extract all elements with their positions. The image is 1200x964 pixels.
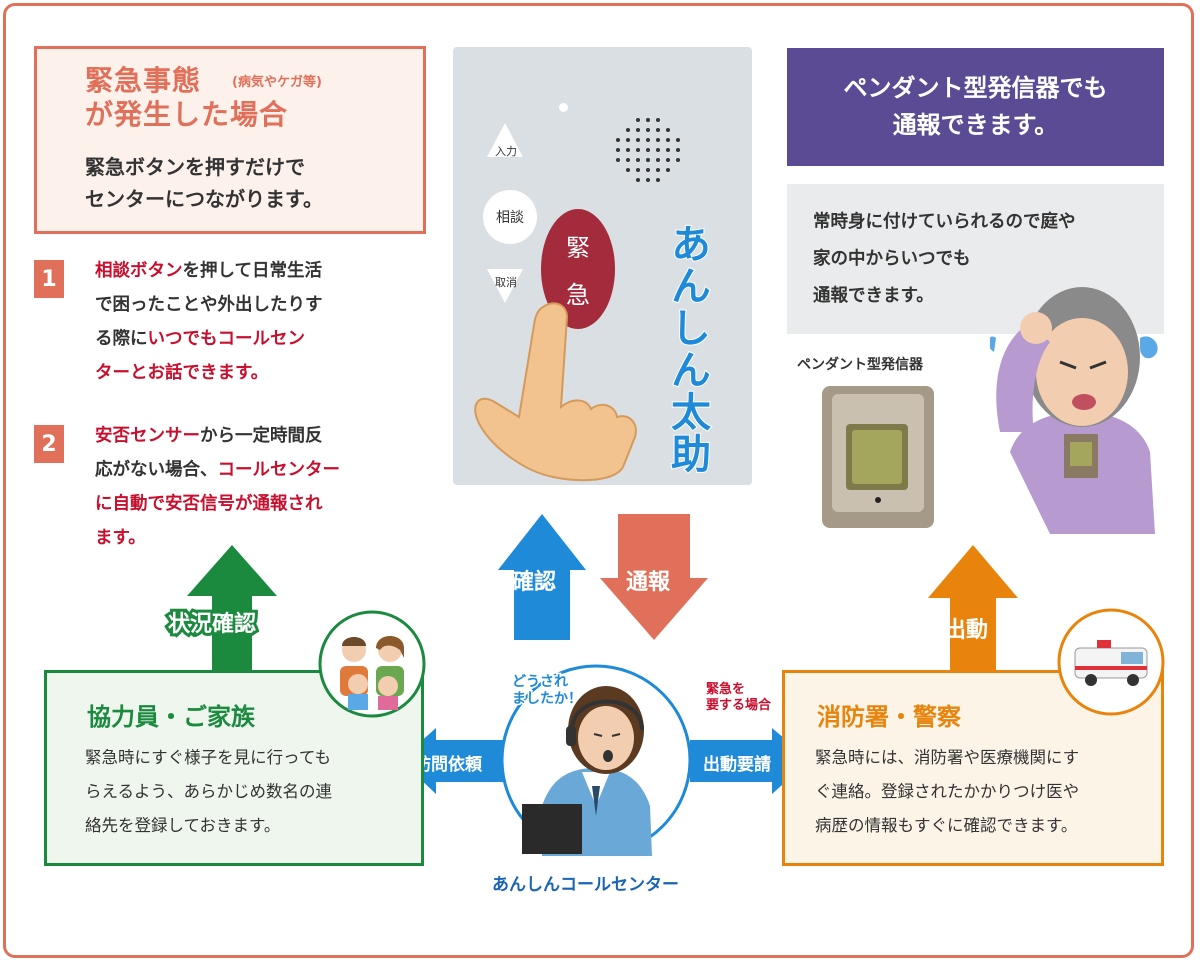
pendant-desc-line1: 常時身に付けていられるので庭や xyxy=(813,212,1076,232)
emergency-box: 緊急事態 (病気やケガ等) が発生した場合 緊急ボタンを押すだけで センターにつ… xyxy=(34,46,426,234)
point-1-line1: を押して日常生活 xyxy=(182,261,322,281)
emergency-title-line2: が発生した場合 xyxy=(85,98,289,131)
point-1-line3b: いつでもコールセン xyxy=(147,329,306,349)
ambulance-icon xyxy=(1057,608,1165,716)
family-line2: らえるよう、あらかじめ数名の連 xyxy=(85,782,333,801)
operator-speech: どうされ ましたか！ xyxy=(511,673,584,709)
status-check-label: 状況確認 xyxy=(165,609,259,640)
point-1-line4: ターとお話できます。 xyxy=(95,363,269,383)
outer-frame xyxy=(3,3,1194,958)
point-1-line3a: る際に xyxy=(95,329,148,349)
emergency-button-char2: 急 xyxy=(566,281,590,309)
point-2-text: 安否センサーから一定時間反 応がない場合、コールセンター に自動で安否信号が通報… xyxy=(95,419,395,555)
confirm-label: 確認 xyxy=(512,570,557,595)
emergency-body-line1: 緊急ボタンを押すだけで xyxy=(85,155,305,179)
pendant-title-line1: ペンダント型発信器でも xyxy=(843,74,1108,102)
pointing-hand-icon xyxy=(474,302,637,482)
family-icon xyxy=(318,610,426,718)
visit-request-label: 訪問依頼 xyxy=(414,755,482,775)
fire-police-line1: 緊急時には、消防署や医療機関にす xyxy=(815,748,1080,767)
operator-speech-line2: ましたか！ xyxy=(511,690,584,709)
safety-sensor-term: 安否センサー xyxy=(95,426,200,446)
dispatch-arrow xyxy=(928,545,1018,672)
pendant-device-label: ペンダント型発信器 xyxy=(797,357,923,373)
report-arrow xyxy=(600,514,708,640)
dispatch-label: 出動 xyxy=(944,618,989,643)
confirm-arrow xyxy=(498,514,586,640)
urgent-note: 緊急を 要する場合 xyxy=(704,681,772,715)
cancel-button[interactable] xyxy=(485,265,525,305)
pendant-desc-line2: 家の中からいつでも xyxy=(813,249,971,269)
emergency-title-note: (病気やケガ等) xyxy=(232,75,322,90)
emergency-title-line1: 緊急事態 xyxy=(85,64,202,97)
family-title: 協力員・ご家族 xyxy=(87,703,255,731)
visit-request-arrow xyxy=(400,728,520,794)
fire-police-line2: ぐ連絡。登録されたかかりつけ医や xyxy=(815,782,1080,801)
family-line1: 緊急時にすぐ様子を見に行っても xyxy=(85,748,332,767)
point-1-text: 相談ボタンを押して日常生活 で困ったことや外出したりす る際にいつでもコールセン… xyxy=(95,254,395,390)
emergency-button-char1: 緊 xyxy=(566,234,590,262)
urgent-note-line1: 緊急を xyxy=(704,681,746,699)
fire-police-line3: 病歴の情報もすぐに確認できます。 xyxy=(815,816,1078,835)
report-label: 通報 xyxy=(626,570,671,595)
point-1-line2: で困ったことや外出したりす xyxy=(95,295,323,315)
call-center-name: あんしんコールセンター xyxy=(492,875,679,895)
emergency-body-line2: センターにつながります。 xyxy=(85,187,323,211)
pendant-transmitter-icon xyxy=(822,386,934,528)
input-label: 入力 xyxy=(495,145,517,158)
call-center-operator-icon xyxy=(502,664,690,856)
elderly-woman-icon xyxy=(990,287,1158,534)
point-2-line4: ます。 xyxy=(95,528,146,548)
input-button[interactable] xyxy=(485,121,525,161)
fire-police-text: 緊急時には、消防署や医療機関にす ぐ連絡。登録されたかかりつけ医や 病歴の情報も… xyxy=(815,741,1161,843)
product-name: あんしん太助 xyxy=(663,222,711,476)
point-2-line2a: 応がない場合、 xyxy=(95,460,218,480)
family-text: 緊急時にすぐ様子を見に行っても らえるよう、あらかじめ数名の連 絡先を登録してお… xyxy=(85,741,415,843)
operator-speech-line1: どうされ xyxy=(511,673,570,692)
dispatch-request-arrow xyxy=(690,728,810,794)
urgent-note-line2: 要する場合 xyxy=(704,697,772,715)
point-2-line3: に自動で安否信号が通報され xyxy=(95,494,323,514)
led-indicator xyxy=(559,103,568,112)
point-1-number: 1 xyxy=(34,260,64,298)
consult-button[interactable]: 相談 xyxy=(483,190,537,244)
pendant-title-box: ペンダント型発信器でも 通報できます。 xyxy=(787,48,1164,166)
pendant-title-line2: 通報できます。 xyxy=(892,111,1059,139)
pendant-desc-line3: 通報できます。 xyxy=(813,286,934,306)
consult-button-term: 相談ボタン xyxy=(95,261,183,281)
emergency-button[interactable]: 緊 急 xyxy=(541,209,615,329)
fire-police-box: 消防署・警察 緊急時には、消防署や医療機関にす ぐ連絡。登録されたかかりつけ医や… xyxy=(782,670,1164,866)
point-2-line2b: コールセンター xyxy=(217,460,341,480)
point-2-number: 2 xyxy=(34,425,64,463)
dispatch-request-label: 出動要請 xyxy=(703,755,771,775)
speaker-grille-icon xyxy=(606,108,690,192)
status-check-arrow xyxy=(187,545,277,672)
family-line3: 絡先を登録しておきます。 xyxy=(85,816,281,835)
anshin-tasuke-device: 入力 相談 取消 緊 急 あんしん太助 xyxy=(453,47,752,485)
cancel-label: 取消 xyxy=(495,276,517,289)
point-2-line1: から一定時間反 xyxy=(200,426,323,446)
fire-police-title: 消防署・警察 xyxy=(817,703,961,731)
